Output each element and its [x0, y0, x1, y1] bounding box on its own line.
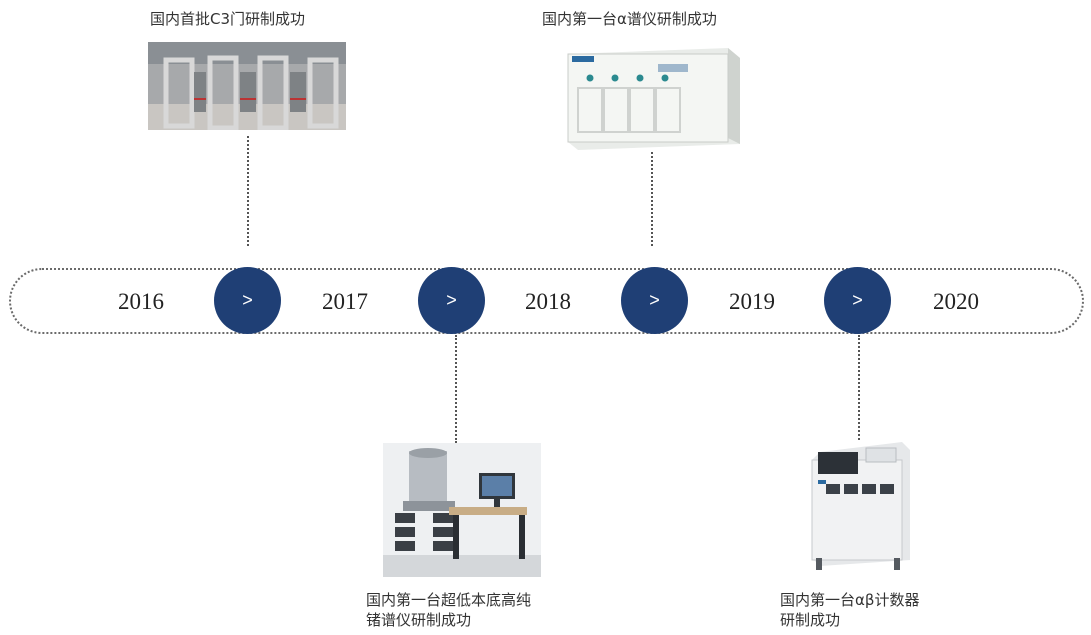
year-2018: 2018: [525, 289, 571, 314]
year-2019: 2019: [729, 289, 775, 314]
year-2020: 2020: [933, 289, 979, 314]
c3-gate-photo: [148, 42, 346, 130]
next-arrow-button-2[interactable]: >: [418, 267, 485, 334]
connector-c3-gate: [247, 136, 249, 246]
ab-counter-photo: [806, 440, 916, 578]
caption-ab-counter-line2: 研制成功: [780, 611, 841, 629]
caption-germanium-line2: 锗谱仪研制成功: [366, 611, 472, 629]
caption-alpha-spectrometer: 国内第一台α谱仪研制成功: [542, 10, 717, 28]
connector-ab-counter: [858, 335, 860, 443]
timeline-track: [9, 268, 1084, 334]
year-2016: 2016: [118, 289, 164, 314]
next-arrow-button-4[interactable]: >: [824, 267, 891, 334]
caption-c3-gate: 国内首批C3门研制成功: [150, 10, 306, 28]
germanium-spectrometer-photo: [383, 443, 541, 577]
alpha-spectrometer-photo: [558, 44, 746, 152]
next-arrow-button-3[interactable]: >: [621, 267, 688, 334]
caption-ab-counter-line1: 国内第一台αβ计数器: [780, 591, 920, 609]
year-2017: 2017: [322, 289, 368, 314]
caption-germanium: 国内第一台超低本底高纯 锗谱仪研制成功: [366, 590, 596, 630]
caption-germanium-line1: 国内第一台超低本底高纯: [366, 591, 532, 609]
connector-alpha-spectrometer: [651, 152, 653, 246]
next-arrow-button-1[interactable]: >: [214, 267, 281, 334]
connector-germanium: [455, 335, 457, 443]
caption-ab-counter: 国内第一台αβ计数器 研制成功: [780, 590, 980, 630]
